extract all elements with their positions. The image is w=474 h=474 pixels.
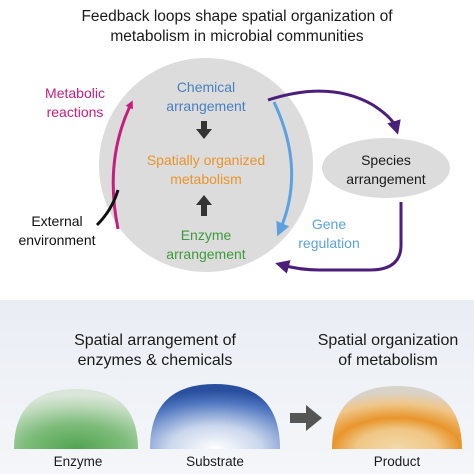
chemical-arrangement-label: Chemical arrangement <box>146 78 266 116</box>
enzyme-arrangement-label: Enzyme arrangement <box>146 226 266 264</box>
spatial-arrangement-title: Spatial arrangement of enzymes & chemica… <box>40 331 270 371</box>
left-title-line1: Spatial arrangement of <box>74 332 236 349</box>
substrate-caption: Substrate <box>186 454 244 469</box>
species-label-line1: Species <box>361 152 411 168</box>
species-arrangement-label: Species arrangement <box>336 151 436 189</box>
species-ellipse <box>322 138 450 198</box>
metabolic-label-line1: Metabolic <box>45 85 105 101</box>
gene-label-line1: Gene <box>311 216 347 232</box>
title-line-1: Feedback loops shape spatial organizatio… <box>81 8 393 25</box>
up-arrow-icon <box>196 195 212 216</box>
gene-regulation-arrow <box>272 101 294 237</box>
gene-regulation-label: Gene regulation <box>294 215 364 253</box>
metabolic-label-line2: reactions <box>46 104 104 120</box>
gene-label-line2: regulation <box>298 235 360 251</box>
metabolic-reactions-label: Metabolic reactions <box>30 84 120 122</box>
species-label-line2: arrangement <box>346 171 426 187</box>
title-line-2: metabolism in microbial communities <box>110 28 364 45</box>
product-caption: Product <box>373 454 421 469</box>
external-environment-label: External environment <box>12 212 102 250</box>
external-arrow <box>95 189 120 227</box>
colony-illustrations <box>14 384 462 449</box>
enzyme-label-line1: Enzyme <box>180 227 232 243</box>
right-arrow-icon <box>290 405 322 431</box>
product-colony <box>332 386 462 449</box>
feedback-diagram <box>95 58 450 274</box>
down-arrow-icon <box>196 121 212 139</box>
external-label-line1: External <box>31 213 83 229</box>
substrate-colony <box>150 384 280 449</box>
spatially-organized-label: Spatially organized metabolism <box>131 151 281 189</box>
enzyme-caption: Enzyme <box>53 454 103 469</box>
central-circle <box>99 58 313 272</box>
enzyme-label-line2: arrangement <box>166 246 246 262</box>
spatial-organization-title: Spatial organization of metabolism <box>303 331 473 371</box>
to-species-arrow <box>267 89 401 135</box>
chemical-label-line2: arrangement <box>166 98 246 114</box>
chemical-label-line1: Chemical <box>176 79 236 95</box>
metabolic-arrow <box>111 100 133 230</box>
right-title-line1: Spatial organization <box>317 332 459 349</box>
spatial-label-line1: Spatially organized <box>146 152 266 168</box>
left-title-line2: enzymes & chemicals <box>77 352 233 369</box>
spatial-label-line2: metabolism <box>170 171 242 187</box>
right-title-line2: of metabolism <box>338 352 438 369</box>
enzyme-colony <box>14 389 138 449</box>
from-species-arrow <box>275 202 403 274</box>
external-label-line2: environment <box>18 232 96 248</box>
